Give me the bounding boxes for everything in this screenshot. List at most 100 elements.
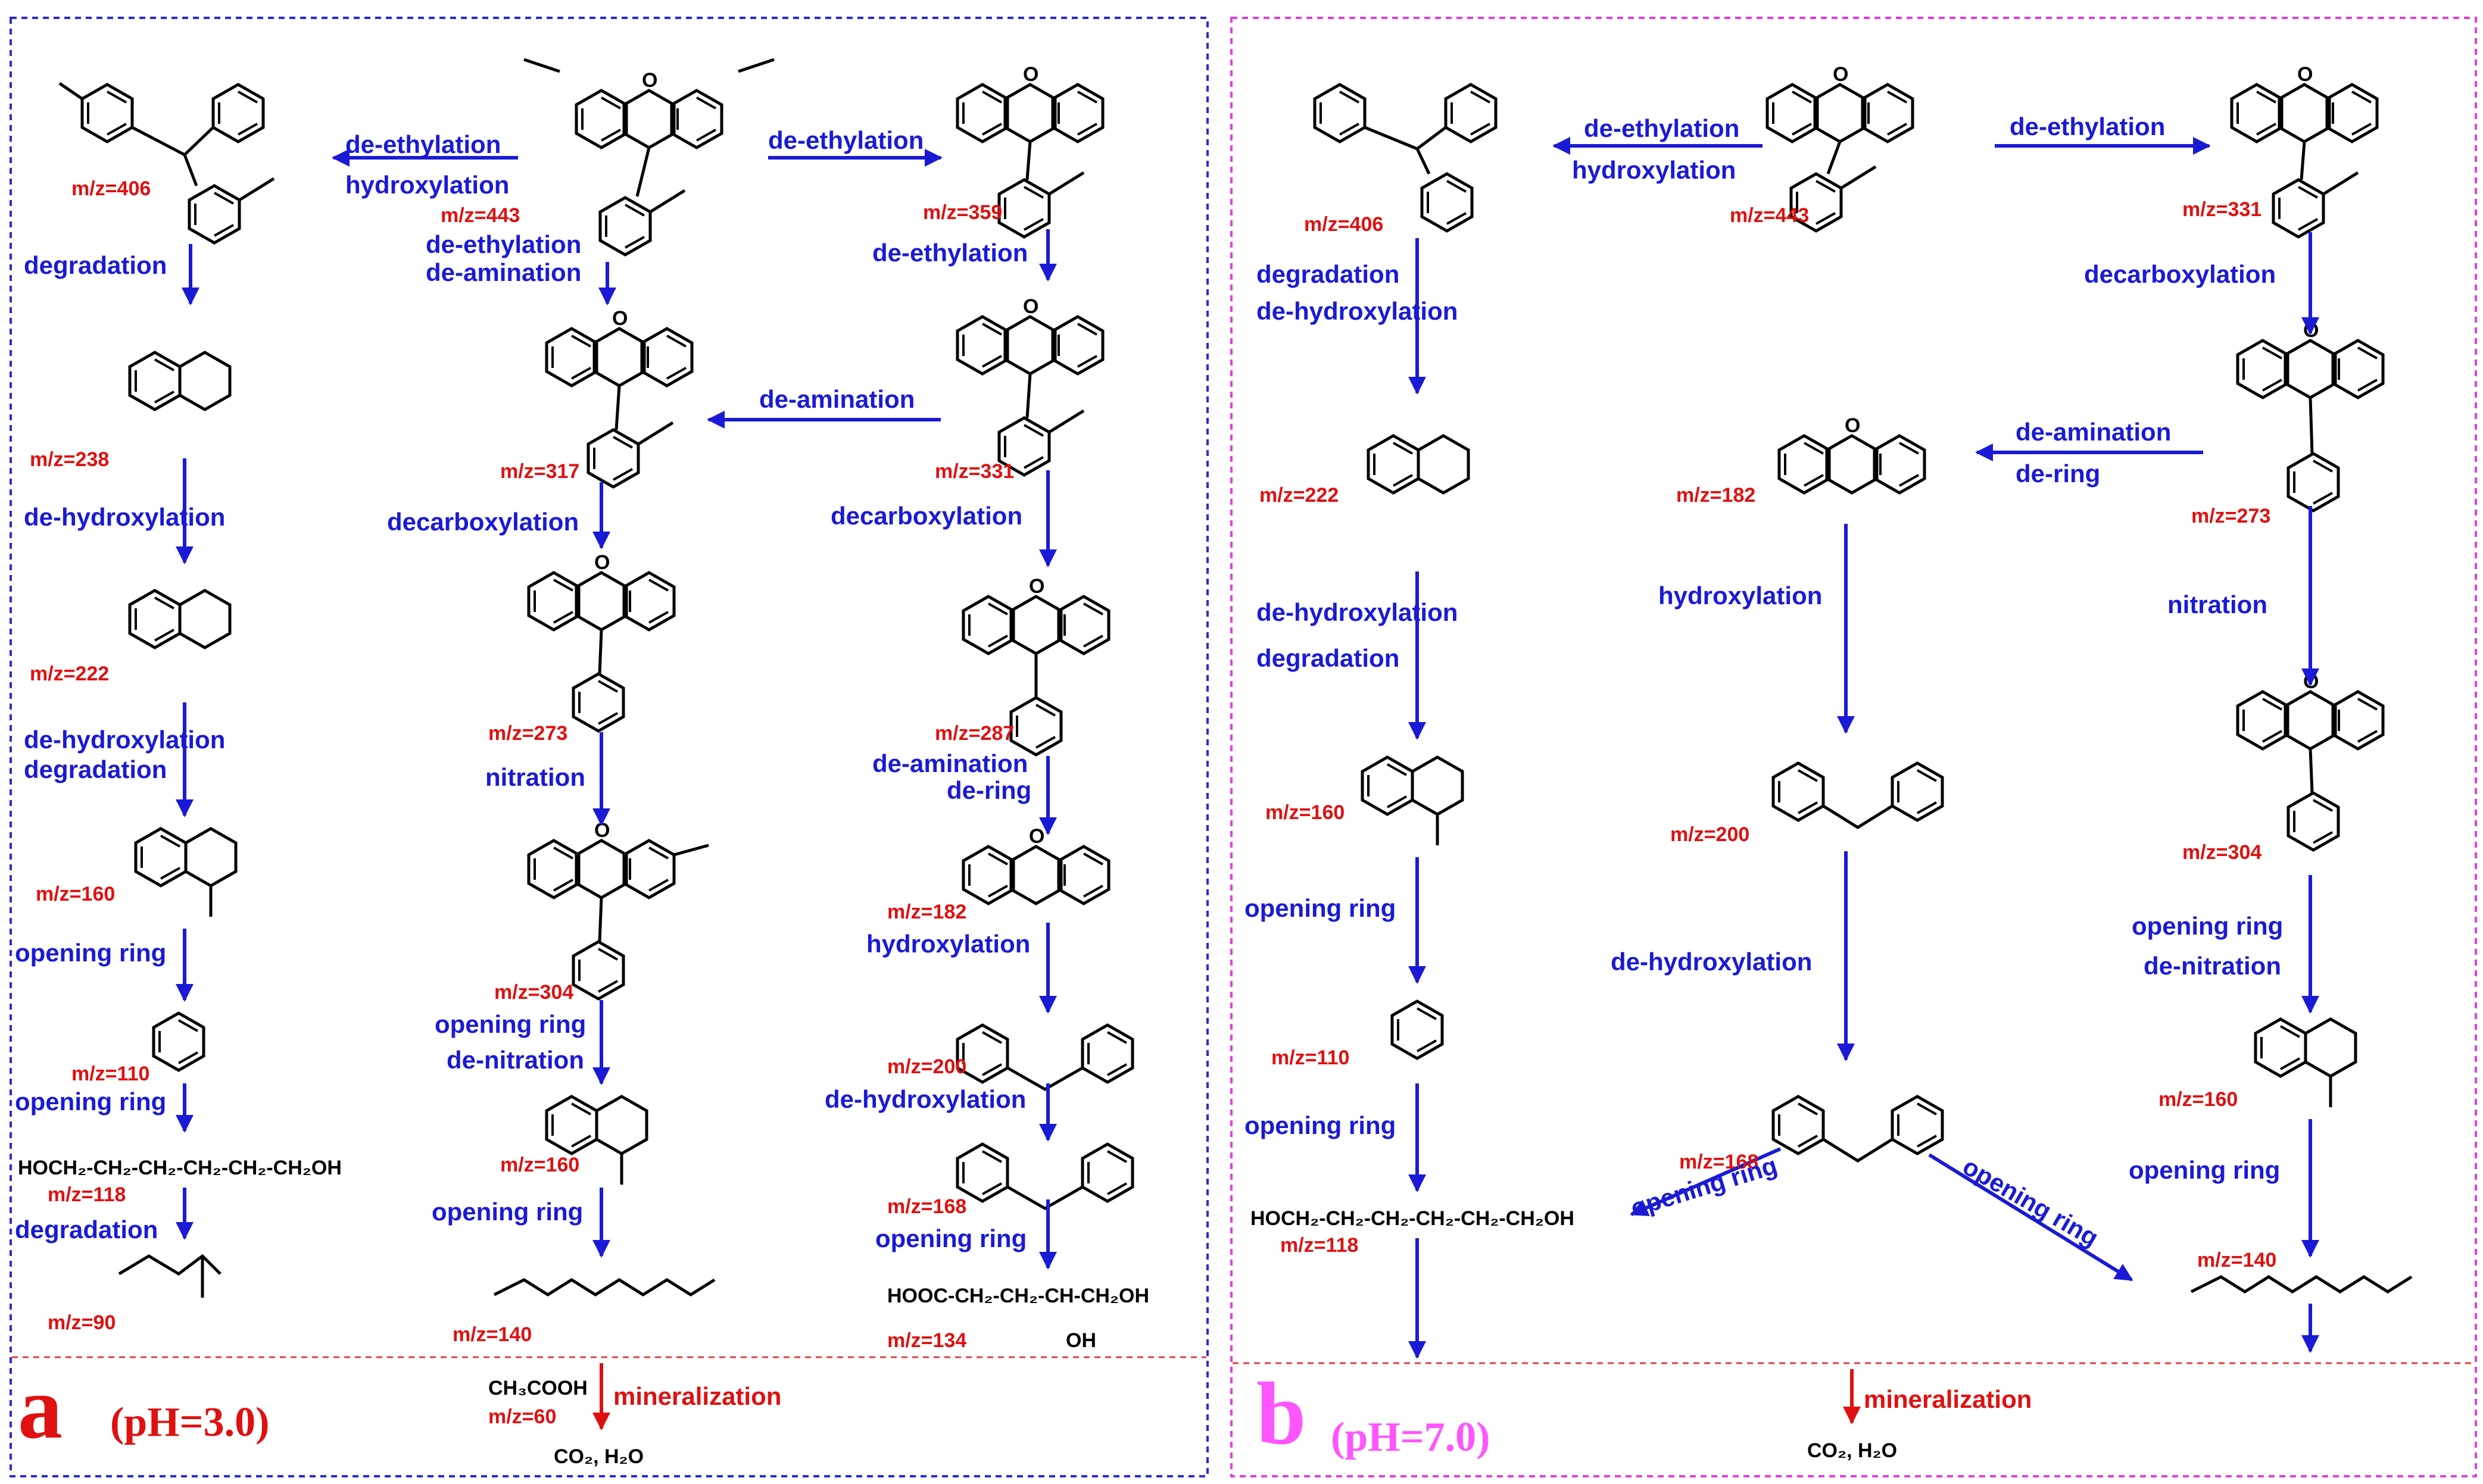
- mz-label: m/z=168: [1679, 1151, 1759, 1173]
- mz-label: m/z=331: [935, 460, 1015, 483]
- step-label: hydroxylation: [866, 930, 1031, 958]
- step-label: opening ring: [1244, 894, 1396, 922]
- structure-a-m160b: [547, 1096, 647, 1185]
- step-label: de-ethylation: [426, 230, 582, 258]
- step-label: de-hydroxylation: [24, 726, 226, 754]
- step-label: opening ring: [875, 1224, 1027, 1252]
- mz-label: m/z=134: [887, 1329, 967, 1352]
- step-label: de-nitration: [2144, 952, 2281, 980]
- mz-label: m/z=182: [1676, 484, 1756, 507]
- structure-a-m140: [493, 1278, 716, 1296]
- step-label: opening ring: [1244, 1111, 1396, 1139]
- structure-b-m160b: [2256, 1019, 2356, 1107]
- structure-a-m317: [547, 307, 692, 487]
- step-label: degradation: [15, 1216, 158, 1244]
- structure-a-m406: [58, 82, 275, 243]
- structure-a-m304: [529, 819, 709, 999]
- formula-co2-h2o: CO₂, H₂O: [1807, 1439, 1898, 1462]
- mz-label: m/z=287: [935, 722, 1015, 745]
- mz-label: m/z=331: [2182, 198, 2262, 221]
- mz-label: m/z=160: [2158, 1088, 2238, 1111]
- formula-oh: OH: [1066, 1329, 1096, 1352]
- formula-hexanediol: HOCH₂-CH₂-CH₂-CH₂-CH₂-CH₂OH: [1250, 1207, 1574, 1230]
- step-label: degradation: [24, 755, 167, 783]
- step-label: hydroxylation: [345, 171, 510, 199]
- mz-label: m/z=406: [71, 177, 151, 200]
- mz-label: m/z=443: [441, 204, 520, 227]
- step-label: de-amination: [759, 385, 915, 413]
- step-label: opening ring: [432, 1198, 584, 1226]
- structure-b-m406: [1315, 85, 1496, 231]
- step-label: de-amination: [2016, 418, 2172, 446]
- mz-label: m/z=182: [887, 901, 967, 923]
- structure-b-m160: [1362, 757, 1462, 845]
- mz-label: m/z=60: [488, 1405, 557, 1428]
- structure-a-m287: [963, 575, 1109, 755]
- structure-a-m168: [957, 1144, 1133, 1210]
- mz-label: m/z=273: [2191, 505, 2271, 527]
- step-label: de-amination: [426, 258, 582, 286]
- mz-label: m/z=222: [1259, 484, 1339, 507]
- step-label: de-amination: [872, 749, 1028, 777]
- mz-label: m/z=118: [1280, 1234, 1359, 1257]
- formula-acetic-acid: CH₃COOH: [488, 1377, 588, 1399]
- step-label: decarboxylation: [2084, 260, 2276, 288]
- step-label: de-hydroxylation: [1256, 598, 1458, 626]
- step-label: hydroxylation: [1572, 156, 1736, 184]
- structure-a-m160: [136, 829, 236, 917]
- structure-a-m443: [523, 58, 775, 255]
- step-label: de-nitration: [447, 1046, 584, 1074]
- mineralization-label: mineralization: [1864, 1385, 2032, 1413]
- structure-b-m304: [2238, 670, 2383, 850]
- step-label: decarboxylation: [387, 508, 579, 536]
- step-label: opening ring: [2129, 1156, 2281, 1184]
- formula-hexanediol: HOCH₂-CH₂-CH₂-CH₂-CH₂-CH₂OH: [18, 1157, 342, 1179]
- step-label: de-ethylation: [2010, 113, 2166, 140]
- mz-label: m/z=110: [1271, 1046, 1350, 1069]
- mz-label: m/z=90: [48, 1311, 116, 1334]
- mz-label: m/z=160: [1265, 801, 1345, 824]
- mz-label: m/z=140: [2197, 1249, 2277, 1271]
- mz-label: m/z=110: [71, 1063, 150, 1085]
- mz-label: m/z=406: [1304, 213, 1384, 236]
- structure-a-m110: [154, 1013, 204, 1070]
- step-label: opening ring: [435, 1010, 587, 1038]
- structure-b-m443: [1767, 63, 1913, 231]
- mz-label: m/z=359: [923, 201, 1003, 224]
- step-label: de-ethylation: [872, 239, 1028, 267]
- structure-a-m182: [963, 825, 1109, 904]
- mz-label: m/z=160: [36, 883, 116, 905]
- step-label: degradation: [1256, 644, 1400, 672]
- mz-label: m/z=118: [48, 1183, 126, 1206]
- panel-b-letter: b: [1256, 1364, 1306, 1463]
- step-label: opening ring: [2132, 912, 2284, 940]
- arrows-b: [1408, 137, 2319, 1424]
- structure-b-m222: [1368, 436, 1468, 493]
- panel-b-frame: [1230, 17, 2477, 1477]
- step-label: de-ring: [947, 776, 1032, 804]
- structure-a-m90: [118, 1254, 222, 1298]
- step-label: de-ethylation: [345, 130, 501, 158]
- mz-label: m/z=304: [494, 981, 574, 1004]
- step-label: de-hydroxylation: [24, 503, 226, 531]
- structure-a-m273: [529, 551, 674, 731]
- structure-b-m182: [1779, 414, 1924, 493]
- structure-a-m222: [130, 591, 230, 648]
- mz-label: m/z=168: [887, 1195, 967, 1218]
- structure-a-m359: [957, 63, 1103, 237]
- step-label: nitration: [485, 763, 585, 791]
- mz-label: m/z=200: [1670, 823, 1750, 846]
- mineralization-label: mineralization: [613, 1382, 782, 1410]
- mz-label: m/z=222: [30, 663, 110, 685]
- step-label: hydroxylation: [1658, 582, 1823, 610]
- structure-b-m140: [2190, 1275, 2413, 1294]
- step-label: de-hydroxylation: [1256, 297, 1458, 325]
- step-label: nitration: [2167, 591, 2267, 618]
- panel-a-frame: [10, 17, 1209, 1477]
- formula-acid: HOOC-CH₂-CH₂-CH-CH₂OH: [887, 1285, 1150, 1307]
- step-label: degradation: [24, 251, 167, 279]
- mz-label: m/z=200: [887, 1055, 967, 1078]
- structure-a-m331: [957, 295, 1103, 475]
